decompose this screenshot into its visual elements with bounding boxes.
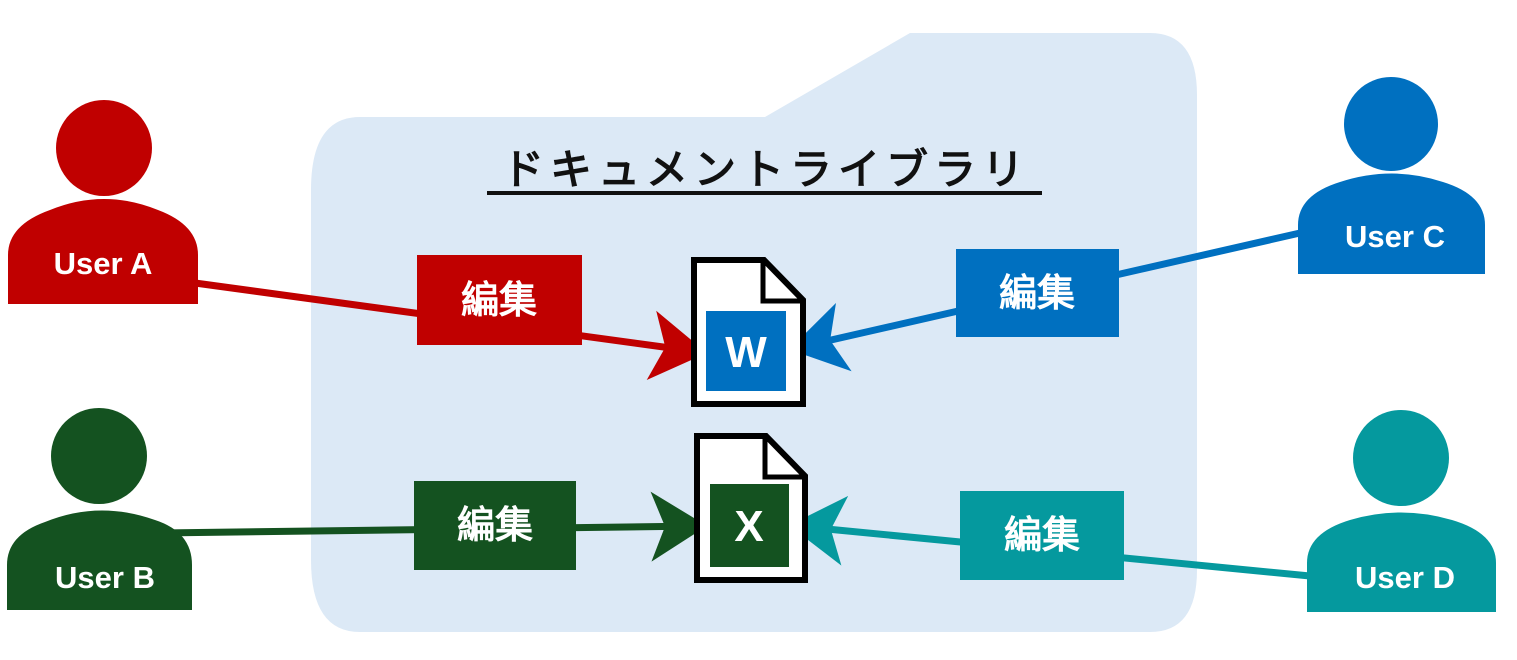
- user-c-head-icon: [1344, 77, 1438, 171]
- edit-label-user-c: 編集: [956, 249, 1119, 337]
- user-d-head-icon: [1353, 410, 1449, 506]
- svg-text:User B: User B: [55, 560, 155, 595]
- user-a-body-icon: [8, 199, 198, 304]
- word-letter: W: [725, 328, 767, 377]
- svg-text:User A: User A: [54, 246, 153, 281]
- user-d[interactable]: User D: [1307, 410, 1496, 612]
- edit-label-user-b: 編集: [414, 481, 576, 570]
- edit-label-user-d: 編集: [960, 491, 1124, 580]
- user-b-body-icon: [7, 510, 192, 610]
- svg-text:User D: User D: [1355, 560, 1455, 595]
- user-a-head-icon: [56, 100, 152, 196]
- user-d-body-icon: [1307, 512, 1496, 612]
- user-c[interactable]: User C: [1298, 77, 1485, 274]
- user-b-head-icon: [51, 408, 147, 504]
- svg-text:編集: 編集: [461, 278, 537, 322]
- excel-badge: [710, 484, 789, 567]
- library-title: ドキュメントライブラリ: [502, 145, 1030, 194]
- svg-text:編集: 編集: [457, 503, 533, 547]
- word-document-icon[interactable]: W: [691, 257, 806, 407]
- svg-text:編集: 編集: [1004, 513, 1080, 557]
- excel-letter: X: [734, 502, 763, 551]
- library-title-underline: [487, 191, 1042, 195]
- user-b[interactable]: User B: [7, 408, 192, 610]
- excel-document-icon[interactable]: X: [694, 433, 808, 583]
- edit-label-user-a: 編集: [417, 255, 582, 345]
- user-c-body-icon: [1298, 173, 1485, 274]
- word-badge: [706, 311, 786, 391]
- svg-text:User C: User C: [1345, 219, 1445, 254]
- svg-text:編集: 編集: [999, 271, 1075, 315]
- user-a[interactable]: User A: [8, 100, 198, 304]
